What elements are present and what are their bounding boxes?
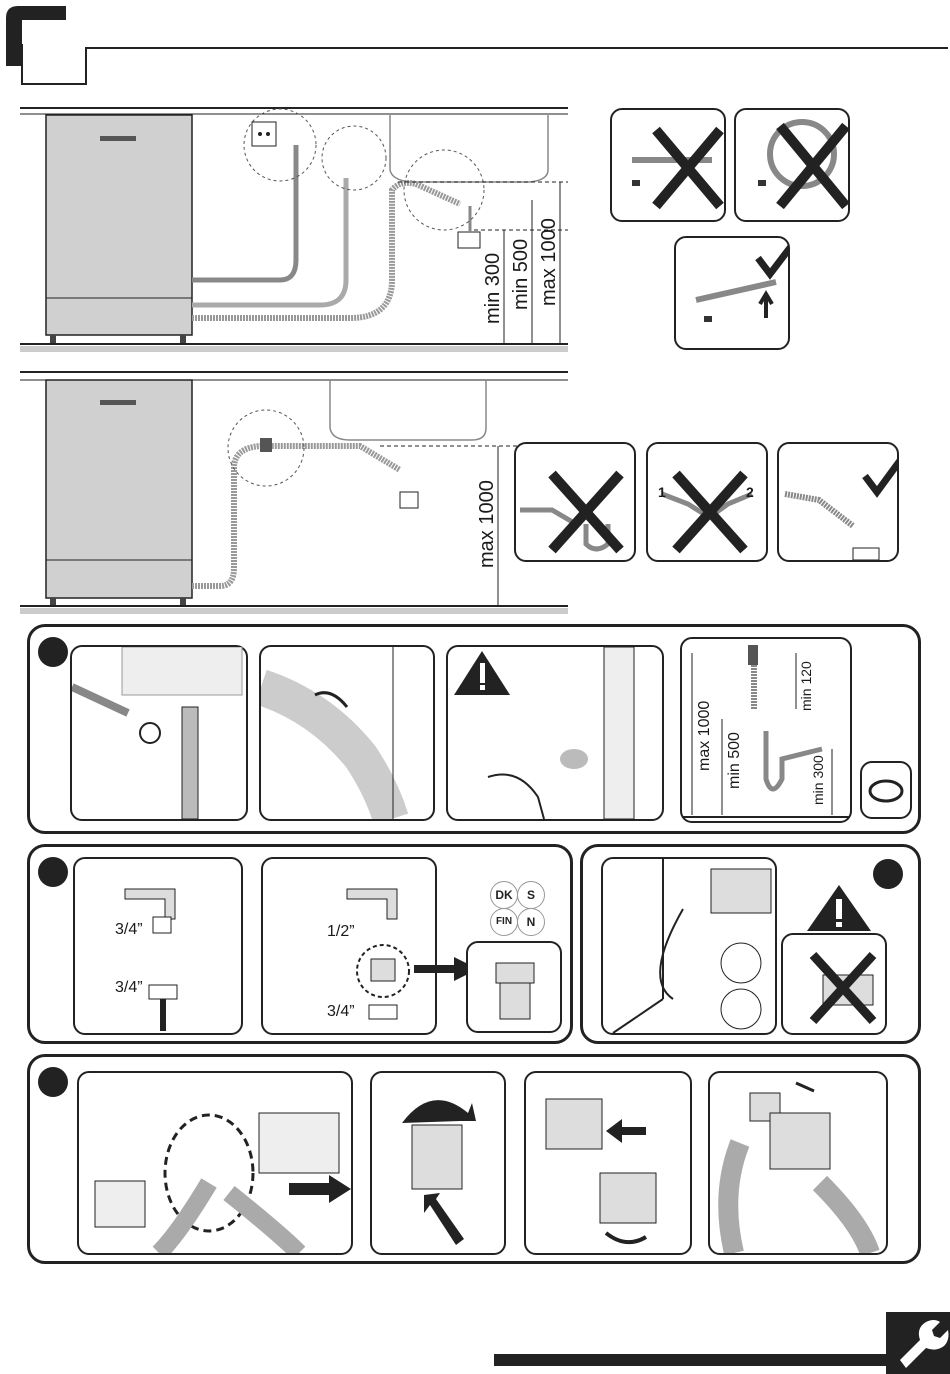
hose-option-wrong-1 [610, 108, 726, 222]
siphon-dim-min300: min 300 [810, 755, 826, 805]
siphon-option-correct [777, 442, 899, 562]
thread-label-d: 3/4” [327, 1003, 355, 1021]
siphon-step-a [70, 645, 248, 821]
dim-min-300: min 300 [482, 253, 505, 324]
holder-step-c [524, 1071, 692, 1255]
siphon-option-wrong-2: 1 2 [646, 442, 768, 562]
header-rule [20, 44, 950, 86]
country-code-s: S [517, 881, 545, 909]
thread-label-c: 1/2” [327, 923, 355, 941]
step-marker [38, 637, 68, 667]
holder-step-b [370, 1071, 506, 1255]
dim-max-1000-lower: max 1000 [476, 480, 499, 568]
dim-min-500: min 500 [510, 239, 533, 310]
siphon-step-d: max 1000 min 500 min 120 min 300 [680, 637, 852, 823]
country-code-dk: DK [490, 881, 518, 909]
adapter-detail [466, 941, 562, 1033]
warning-icon [803, 885, 875, 933]
dim-max-1000: max 1000 [538, 218, 561, 306]
hose-option-wrong-2 [734, 108, 850, 222]
extension-hose-diagram: max 1000 [20, 368, 580, 618]
tap-1-2-adapter: 1/2” 3/4” [261, 857, 437, 1035]
holder-step-d [708, 1071, 888, 1255]
no-extension-cord [781, 933, 887, 1035]
step-marker [873, 859, 903, 889]
step-panel-hose-holder [27, 1054, 921, 1264]
step-panel-siphon: max 1000 min 500 min 120 min 300 [27, 624, 921, 834]
country-code-n: N [517, 908, 545, 936]
siphon-option-wrong-1 [514, 442, 636, 562]
siphon-dim-max1000: max 1000 [696, 701, 714, 771]
step-marker [38, 857, 68, 887]
step-marker [38, 1067, 68, 1097]
wrong-label-2: 2 [746, 484, 754, 500]
tap-3-4: 3/4” 3/4” [73, 857, 243, 1035]
siphon-dim-min500: min 500 [726, 732, 744, 789]
hose-option-correct [674, 236, 790, 350]
country-code-fin: FIN [490, 908, 518, 936]
step-panel-electrical [580, 844, 921, 1044]
siphon-step-b [259, 645, 435, 821]
footer-bar [494, 1354, 894, 1366]
socket-earthed [601, 857, 777, 1035]
thread-label-a: 3/4” [115, 921, 143, 939]
holder-step-a [77, 1071, 353, 1255]
thread-label-b: 3/4” [115, 979, 143, 997]
siphon-dim-min120: min 120 [798, 661, 814, 711]
step-panel-water: 3/4” 3/4” 1/2” 3/4” DK S FIN N [27, 844, 573, 1044]
wrench-icon [886, 1312, 950, 1374]
wrong-label-1: 1 [658, 484, 666, 500]
hose-clamp-thumb [860, 761, 912, 819]
siphon-step-c [446, 645, 664, 821]
drain-height-diagram: min 300 min 500 max 1000 [20, 100, 580, 360]
